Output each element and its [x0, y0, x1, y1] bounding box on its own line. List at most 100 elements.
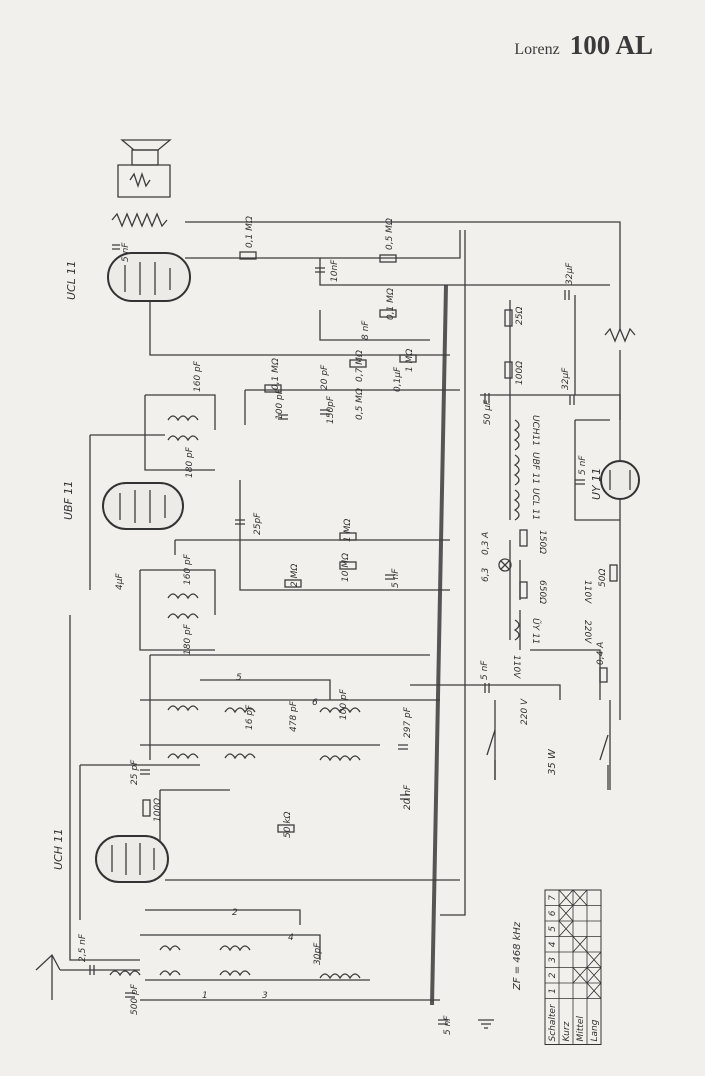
label-c4uf: 4µF: [115, 573, 125, 590]
label-c5nf-out: 5 nF: [121, 242, 131, 262]
label-c297: 297 pF: [403, 706, 413, 738]
table-row-label-mittel: Mittel: [576, 1016, 586, 1042]
label-c160-a: 160 pF: [193, 360, 203, 392]
label-c5nf-b: 5 nF: [578, 455, 588, 475]
mains-switches: [486, 729, 609, 790]
hum-choke: [604, 327, 636, 343]
label-sw2: 2: [232, 908, 238, 918]
ground-bus: [430, 284, 448, 1006]
label-v110: 110V: [582, 580, 592, 604]
tube-ubf11: [102, 482, 184, 530]
wiring: [60, 221, 621, 1001]
tube-label-uy11: UY 11: [590, 468, 603, 500]
tube-label-uch11: UCH 11: [52, 829, 65, 871]
tube-uy11: [600, 460, 640, 500]
bulb-current: 0,3 A: [481, 532, 491, 555]
label-c180-a: 180 pF: [185, 446, 195, 478]
label-r50: 50Ω: [598, 569, 608, 587]
label-c100b: 100 pF: [339, 688, 349, 720]
table-mark: [586, 967, 602, 984]
table-row-label-lang: Lang: [590, 1019, 600, 1041]
label-sw6: 6: [312, 698, 318, 708]
bulb-voltage: 6,3: [481, 567, 491, 582]
label-c5nf-e: 5 nF: [443, 1015, 453, 1035]
label-c160-b: 160 pF: [183, 553, 193, 585]
label-sw1: 1: [202, 991, 208, 1001]
label-c10nf: 10nF: [330, 259, 340, 282]
label-c32uf-a: 32µF: [565, 262, 575, 285]
label-v110b: 110V: [511, 655, 521, 679]
tube-label-ucl11: UCL 11: [65, 261, 78, 300]
label-c25pf-b: 25 pF: [130, 759, 140, 785]
heater-chain: [498, 419, 520, 641]
table-header-6: 6: [548, 910, 558, 916]
chain-label-150: 150Ω: [537, 530, 547, 554]
label-sw4: 4: [288, 933, 294, 943]
label-r05b: 0,5 MΩ: [355, 388, 365, 420]
label-c50uf: 50 µF: [483, 399, 493, 425]
capacitors: [89, 244, 585, 1025]
if-coils: [109, 415, 361, 980]
title-block: Lorenz 100 AL: [514, 30, 653, 61]
table-mark: [586, 982, 602, 999]
table-mark: [558, 889, 574, 906]
label-c8nf: 8 nF: [361, 320, 371, 340]
table-header-schalter: Schalter: [548, 1003, 558, 1041]
tube-label-ubf11: UBF 11: [62, 481, 75, 520]
table-header-4: 4: [548, 941, 558, 947]
label-c25pf-a: 25pF: [253, 512, 263, 535]
brand-name: Lorenz: [514, 41, 560, 58]
table-mark: [572, 936, 588, 953]
label-c150pf: 150pF: [326, 395, 336, 424]
chain-label-uch11: UCH11: [530, 415, 540, 446]
label-v220b: 220 V: [520, 698, 530, 725]
table-mark: [586, 951, 602, 968]
label-sw5: 5: [236, 673, 242, 683]
label-c30pf: 30pF: [313, 942, 323, 965]
table-header-3: 3: [548, 957, 558, 963]
label-v220a: 220V: [582, 620, 592, 644]
label-c01uf: 0,1µF: [393, 366, 403, 392]
label-r1a: 1 MΩ: [405, 349, 415, 372]
table-header-7: 7: [548, 895, 558, 901]
label-r10: 10 MΩ: [341, 553, 351, 582]
chain-label-uy11: ŨY 11: [530, 618, 542, 644]
label-r100: 100Ω: [515, 361, 525, 385]
label-r2: 2 MΩ: [290, 564, 300, 587]
label-r05-top: 0,5 MΩ: [385, 218, 395, 250]
table-mark: [572, 889, 588, 906]
table-mark: [572, 967, 588, 984]
chain-label-650: 650Ω: [537, 580, 547, 604]
component-labels: 5 nF 0,1 MΩ 0,5 MΩ 10nF 32µF 25Ω 0,1 MΩ …: [78, 216, 608, 1035]
tube-ucl11: [107, 252, 191, 302]
label-r25: 25Ω: [515, 307, 525, 325]
tube-uch11: [95, 835, 169, 883]
label-r01-top: 0,1 MΩ: [245, 216, 255, 248]
label-c20pf: 20 pF: [320, 364, 330, 390]
label-r50k: 50 kΩ: [283, 811, 293, 838]
label-c32uf-b: 32µF: [561, 367, 571, 390]
label-c180-b: 180 pF: [183, 623, 193, 655]
model-number: 100 AL: [569, 30, 653, 60]
label-c25nf: 2,5 nF: [78, 933, 88, 962]
table-header-5: 5: [548, 926, 558, 932]
if-frequency-note: ZF = 468 kHz: [512, 921, 523, 991]
table-mark: [558, 905, 574, 922]
label-c500: 500 pF: [130, 983, 140, 1015]
earth-icon: [478, 1019, 494, 1029]
table-header-2: 2: [548, 972, 558, 978]
label-c20nf: 20 nF: [403, 784, 413, 810]
label-sw3: 3: [262, 991, 268, 1001]
table-header-1: 1: [548, 988, 558, 994]
label-c478: 478 pF: [289, 700, 299, 732]
power-note: 35 W: [547, 748, 558, 775]
output-transformer: [111, 212, 168, 228]
label-c5nf-d: 5 nF: [480, 660, 490, 680]
label-f04: 0,4 A: [596, 642, 606, 665]
chain-label-ucl11: UCL 11: [530, 488, 540, 520]
label-c5nf-c: 5 nF: [391, 568, 401, 588]
resistors: [142, 251, 618, 833]
